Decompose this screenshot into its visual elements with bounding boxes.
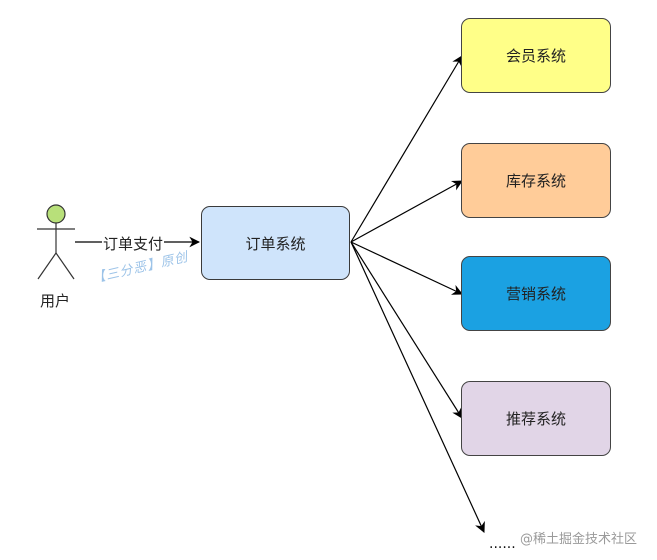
edge-order-member bbox=[350, 55, 463, 243]
edge-order-inventory bbox=[350, 180, 463, 243]
edge-order-recommend bbox=[350, 241, 463, 419]
member-system-node[interactable]: 会员系统 bbox=[461, 18, 611, 93]
user-actor-label: 用户 bbox=[40, 292, 71, 310]
more-systems-ellipsis: ...... bbox=[489, 536, 516, 552]
order-system-node[interactable]: 订单系统 bbox=[201, 206, 350, 280]
inventory-system-node[interactable]: 库存系统 bbox=[461, 143, 611, 218]
recommend-system-label: 推荐系统 bbox=[505, 410, 566, 428]
site-watermark: @稀土掘金技术社区 bbox=[520, 532, 638, 547]
edge-order-marketing bbox=[350, 241, 463, 295]
member-system-label: 会员系统 bbox=[505, 47, 566, 65]
marketing-system-node[interactable]: 营销系统 bbox=[461, 256, 611, 331]
order-system-label: 订单系统 bbox=[245, 234, 306, 253]
edge-order-more bbox=[350, 241, 485, 533]
inventory-system-label: 库存系统 bbox=[505, 172, 566, 190]
user-actor-icon bbox=[37, 204, 75, 280]
edge-label-order-payment: 订单支付 bbox=[102, 233, 165, 254]
marketing-system-label: 营销系统 bbox=[505, 285, 566, 303]
recommend-system-node[interactable]: 推荐系统 bbox=[461, 381, 611, 456]
